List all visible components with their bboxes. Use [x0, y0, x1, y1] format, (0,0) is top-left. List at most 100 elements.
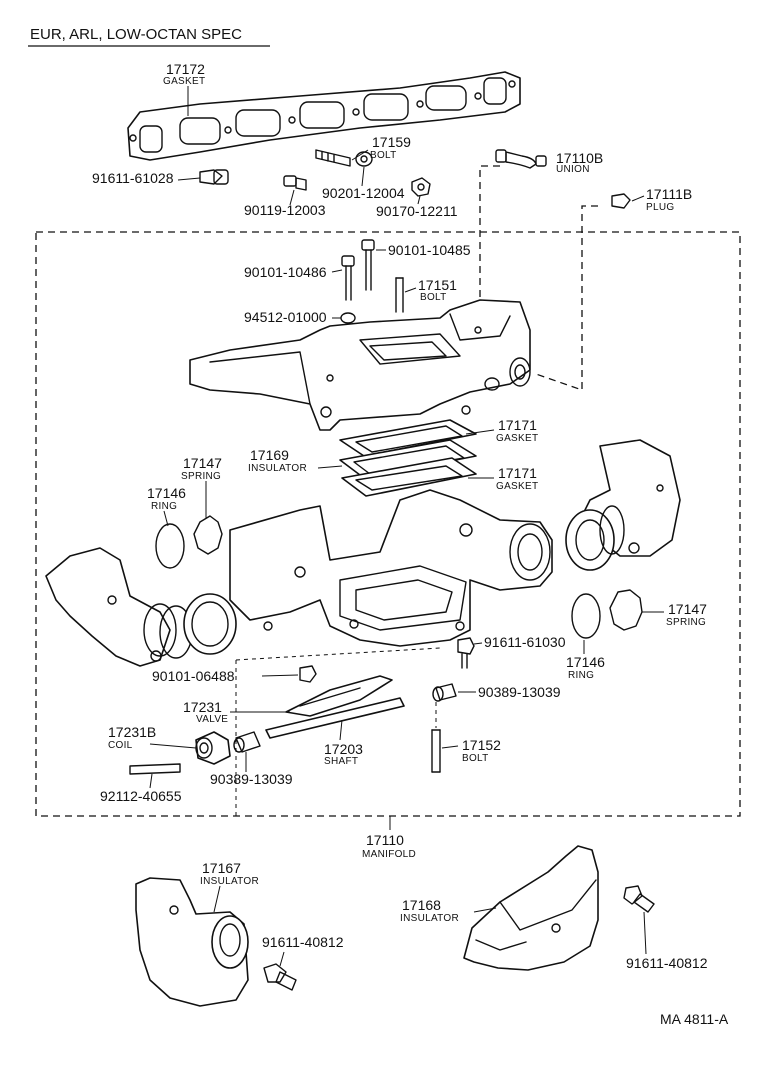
label-17110-number: 17110: [366, 832, 404, 848]
stud-17152-drawing: [431, 729, 441, 773]
label-17167-number: 17167: [202, 860, 241, 876]
label-17171a-number: 17171: [498, 417, 537, 433]
label-17231B-name: COIL: [108, 740, 133, 751]
label-17231-name: VALVE: [196, 714, 228, 725]
manifold-assembly-boundary: [35, 231, 741, 817]
stud-17159-drawing: [315, 149, 351, 167]
diagram-reference: MA 4811-A: [660, 1011, 729, 1027]
leader-17111B: [631, 195, 645, 202]
label-90170-12211: 90170-12211: [376, 203, 458, 219]
label-17231-number: 17231: [183, 699, 222, 715]
gasket-17172-drawing: [127, 71, 521, 161]
guide-mid-lower: [235, 647, 441, 661]
washer-94512-01000-drawing: [340, 312, 356, 324]
lower-intake-manifold-drawing: [229, 489, 553, 647]
label-91611-61028: 91611-61028: [92, 170, 174, 186]
label-91611-40812a: 91611-40812: [262, 934, 344, 950]
insulator-17167-drawing: [135, 877, 249, 1007]
leader-91611-40812a: [279, 951, 285, 967]
bolt-90101-10486-drawing: [341, 255, 355, 301]
label-17111B-number: 17111B: [646, 186, 692, 202]
label-17110B-number: 17110B: [556, 150, 603, 166]
stud-17151-drawing: [395, 277, 404, 313]
leader-17151: [404, 287, 417, 293]
ring-17146a-drawing: [155, 523, 185, 569]
plug-17111B-drawing: [611, 193, 631, 209]
leader-17203: [339, 719, 343, 741]
leader-17146a: [163, 510, 169, 527]
guide-union: [479, 165, 500, 324]
label-17146a-name: RING: [151, 501, 177, 512]
left-elbow-pipe-drawing: [45, 547, 237, 667]
leader-90101-06488: [261, 674, 299, 677]
label-17147a-name: SPRING: [181, 471, 221, 482]
bolt-91611-40812b-drawing: [623, 885, 655, 913]
spec-title: EUR, ARL, LOW-OCTAN SPEC: [30, 26, 242, 43]
leader-17168: [473, 907, 497, 913]
right-elbow-pipe-drawing: [565, 439, 681, 571]
label-17159-name: BOLT: [370, 150, 397, 161]
label-91611-61030: 91611-61030: [484, 634, 566, 650]
label-17159-number: 17159: [372, 134, 411, 150]
nut-90170-12211-drawing: [411, 177, 431, 197]
label-17146b-number: 17146: [566, 654, 605, 670]
leader-90170-12211: [417, 195, 421, 205]
spring-17147b-drawing: [609, 589, 643, 631]
label-17168-name: INSULATOR: [400, 913, 459, 924]
label-17151-number: 17151: [418, 277, 457, 293]
label-17146b-name: RING: [568, 670, 594, 681]
leader-17231B: [149, 743, 197, 749]
label-17147a-number: 17147: [183, 455, 222, 471]
leader-17171a: [465, 429, 495, 435]
label-94512-01000: 94512-01000: [244, 309, 327, 325]
label-17167-name: INSULATOR: [200, 876, 259, 887]
bushing-90389-13039a-drawing: [432, 683, 457, 702]
label-17111B-name: PLUG: [646, 202, 674, 213]
label-90389-13039a: 90389-13039: [478, 684, 561, 700]
bolt-90101-10485-drawing: [361, 239, 375, 291]
leader-90201-12004: [361, 166, 365, 187]
label-17203-name: SHAFT: [324, 756, 358, 767]
spring-17147a-drawing: [193, 515, 223, 555]
label-90119-12003: 90119-12003: [244, 202, 326, 218]
guide-plug: [535, 205, 598, 391]
label-90101-10485: 90101-10485: [388, 242, 471, 258]
bolt-91611-61030-drawing: [457, 637, 475, 669]
washer-90201-12004-drawing: [355, 151, 373, 167]
label-17147b-number: 17147: [668, 601, 707, 617]
coil-17231B-drawing: [195, 731, 231, 765]
label-17171b-number: 17171: [498, 465, 537, 481]
bolt-90119-12003-drawing: [283, 175, 307, 191]
insulator-17168-drawing: [463, 845, 599, 971]
label-17152-number: 17152: [462, 737, 501, 753]
valve-17231-drawing: [285, 675, 393, 717]
ring-17146b-drawing: [571, 593, 601, 639]
leader-91611-40812b: [643, 911, 647, 955]
label-17151-name: BOLT: [420, 292, 447, 303]
bolt-90101-06488-drawing: [299, 665, 317, 683]
leader-17167: [213, 885, 221, 913]
leader-17169: [317, 465, 343, 469]
bushing-90389-13039b-drawing: [233, 731, 261, 753]
label-17168-number: 17168: [402, 897, 441, 913]
leader-92112-40655: [149, 773, 153, 789]
label-90101-06488: 90101-06488: [152, 668, 235, 684]
label-17231B-number: 17231B: [108, 724, 156, 740]
label-90389-13039b: 90389-13039: [210, 771, 293, 787]
upper-intake-manifold-drawing: [189, 299, 531, 431]
label-90201-12004: 90201-12004: [322, 185, 405, 201]
gasket-insulator-stack-drawing: [339, 419, 477, 497]
leader-91611-61030: [473, 642, 483, 645]
bolt-91611-61028-drawing: [199, 169, 229, 185]
leader-91611-61028: [177, 177, 201, 181]
label-17147b-name: SPRING: [666, 617, 706, 628]
bolt-91611-40812a-drawing: [263, 963, 297, 991]
union-17110B-drawing: [495, 149, 547, 169]
label-17169-name: INSULATOR: [248, 463, 307, 474]
label-17152-name: BOLT: [462, 753, 489, 764]
label-17203-number: 17203: [324, 741, 363, 757]
label-91611-40812b: 91611-40812: [626, 955, 708, 971]
leader-90101-10486: [331, 269, 343, 273]
